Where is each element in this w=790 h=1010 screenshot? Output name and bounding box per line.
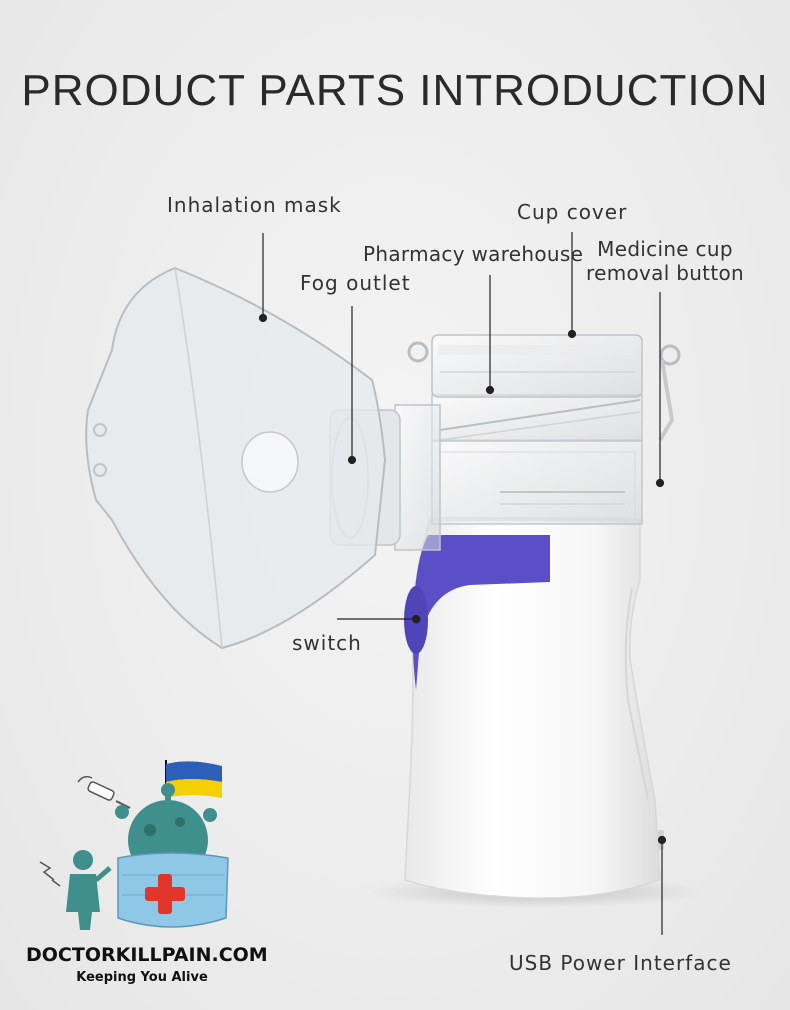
label-cup-cover: Cup cover	[517, 200, 628, 224]
pain-symbol-icon	[39, 861, 61, 887]
ukraine-flag-icon	[166, 761, 222, 782]
label-medicine-cup-line2: removal button	[586, 261, 744, 285]
nebulizer-body	[404, 519, 664, 899]
face-mask-icon	[117, 852, 229, 928]
cup-cover	[407, 334, 681, 442]
sick-person-icon	[66, 850, 112, 930]
label-switch: switch	[292, 631, 362, 655]
brand-name: DOCTORKILLPAIN.COM	[26, 944, 268, 966]
purple-trim	[412, 535, 550, 690]
label-medicine-cup-line1: Medicine cup	[597, 237, 733, 261]
label-inhalation-mask: Inhalation mask	[167, 193, 342, 217]
syringe-icon	[77, 775, 131, 809]
label-medicine-cup-removal-button: Medicine cup removal button	[586, 237, 744, 285]
label-usb-power-interface: USB Power Interface	[509, 951, 732, 975]
label-fog-outlet: Fog outlet	[300, 271, 411, 295]
inhalation-mask	[85, 266, 387, 650]
brand-logo	[39, 760, 229, 930]
page-title: PRODUCT PARTS INTRODUCTION	[21, 66, 769, 115]
label-pharmacy-warehouse: Pharmacy warehouse	[363, 242, 584, 266]
leader-lines	[258, 232, 667, 935]
medicine-chamber	[431, 394, 643, 525]
brand-tagline: Keeping You Alive	[76, 970, 208, 985]
